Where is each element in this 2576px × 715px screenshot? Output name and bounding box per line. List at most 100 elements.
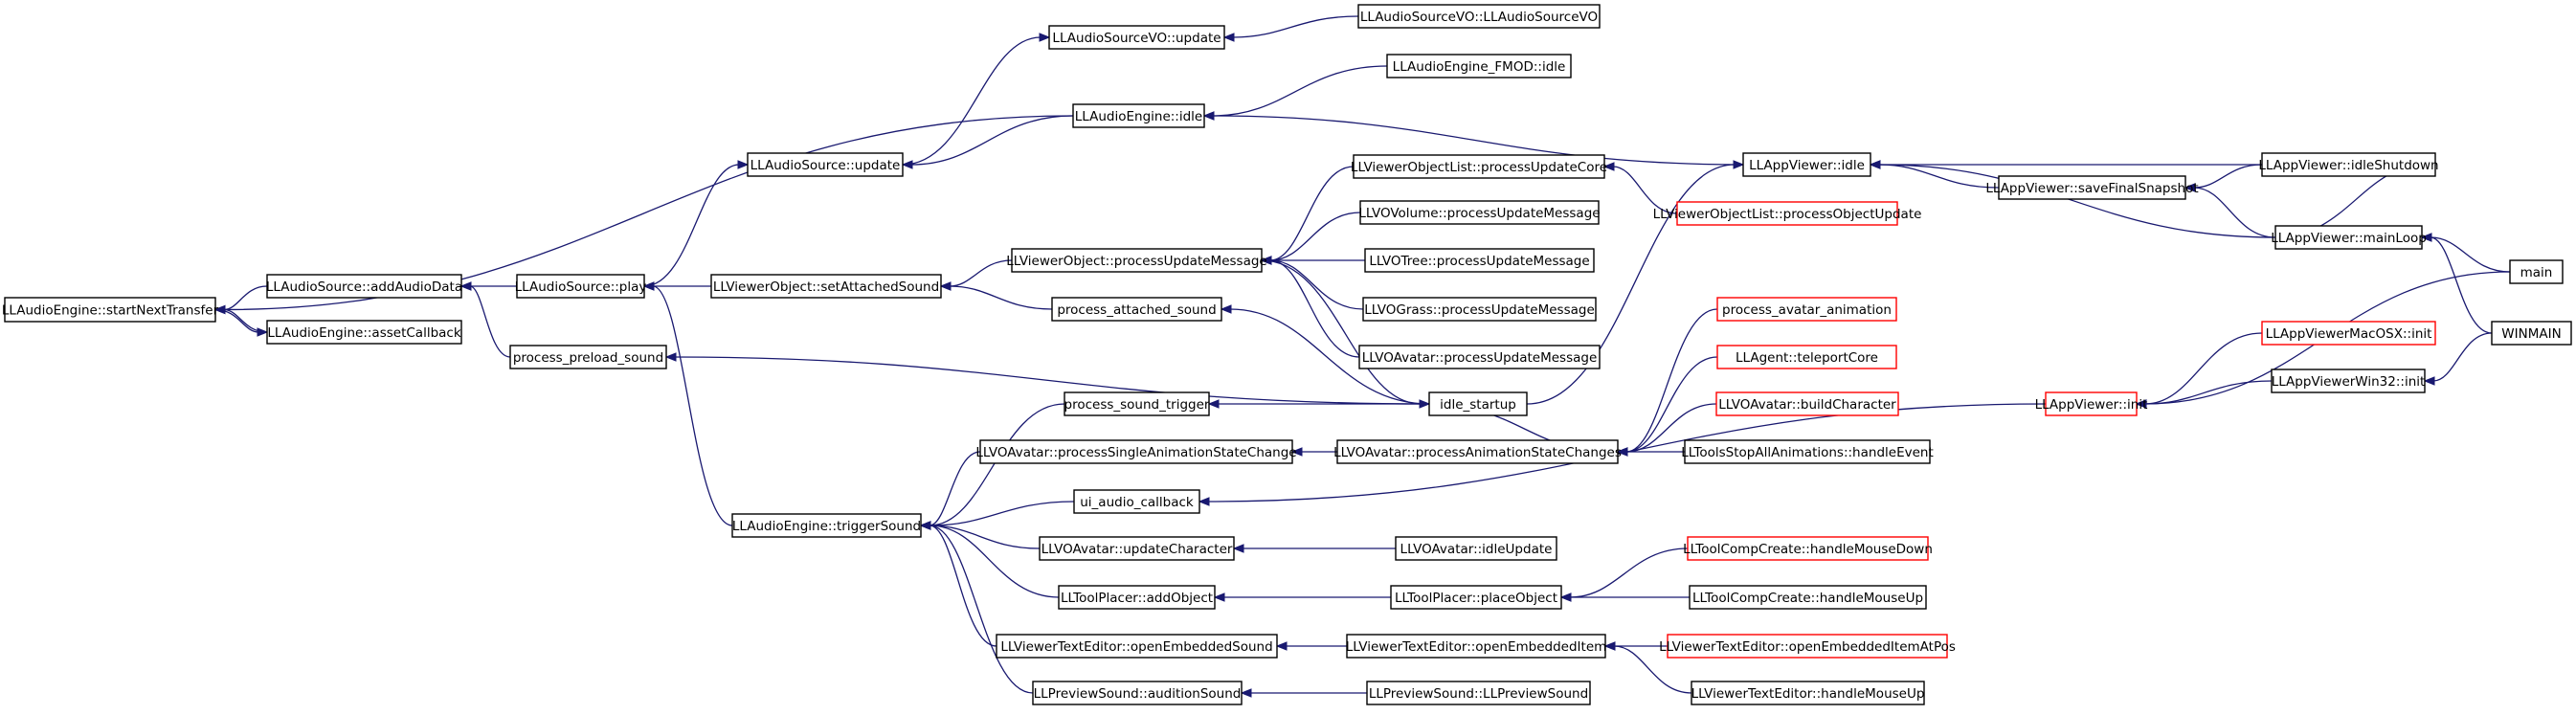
node-label: LLVOAvatar::idleUpdate [1400,542,1553,557]
edge-llaudioengine-idle-to-llaudiosource-update [910,115,1074,166]
arrow-head-icon [1232,544,1244,553]
node-label: LLPreviewSound::LLPreviewSound [1369,686,1588,702]
node-box [1336,439,1619,464]
node-lltoolplacer-placeobject[interactable]: LLToolPlacer::placeObject [1390,585,1562,610]
node-llappviewer-savefinalsnapshot[interactable]: LLAppViewer::saveFinalSnapshot [1985,175,2199,200]
edge-llaudiosource-update-to-llaudiosourcevo-update [902,36,1042,166]
node-llvoavatar-processsingleanimationstatechange[interactable]: LLVOAvatar::processSingleAnimationStateC… [975,439,1297,464]
node-llviewerobjectlist-processobjectupdate[interactable]: LLViewerObjectList::processObjectUpdate [1653,201,1922,226]
node-process-preload-sound[interactable]: process_preload_sound [509,345,667,369]
node-llviewerobjectlist-processupdatecore[interactable]: LLViewerObjectList::processUpdateCore [1351,154,1607,179]
node-llaudiosourcevo-llaudiosourcevo[interactable]: LLAudioSourceVO::LLAudioSourceVO [1357,4,1601,29]
node-box [266,274,462,299]
node-llappviewer-idle[interactable]: LLAppViewer::idle [1742,152,1871,177]
arrow-head-icon [1869,160,1881,169]
node-llvoavatar-processupdatemessage[interactable]: LLVOAvatar::processUpdateMessage [1358,345,1601,369]
node-llvoavatar-buildcharacter[interactable]: LLVOAvatar::buildCharacter [1715,391,1899,416]
edge-llviewertexteditor-openembeddedsound-to-llaudioengine-triggersound [929,525,997,647]
node-box [1364,248,1595,273]
node-label: LLToolsStopAllAnimations::handleEvent [1681,445,1934,460]
node-process-avatar-animation[interactable]: process_avatar_animation [1716,297,1897,322]
edge-process-attached-sound-to-llviewerobject-setattachedsound [949,285,1053,310]
node-llaudioengine-triggersound[interactable]: LLAudioEngine::triggerSound [731,513,922,538]
node-llagent-teleportcore[interactable]: LLAgent::teleportCore [1716,345,1897,369]
arrow-head-icon [1213,592,1225,602]
node-label: WINMAIN [2501,326,2561,342]
node-box [2274,225,2423,250]
edge-llaudiosource-addaudiodata-to-llaudioengine-startnexttransfer [223,285,268,311]
edges-layer [213,15,2511,698]
edge-llvoavatar-processupdatemessage-to-llviewerobject-processupdatemessage [1269,259,1360,358]
node-llaudioengine-fmod-idle[interactable]: LLAudioEngine_FMOD::idle [1386,54,1572,78]
node-llaudioengine-assetcallback[interactable]: LLAudioEngine::assetCallback [266,320,462,345]
node-box [516,274,645,299]
node-label: ui_audio_callback [1080,495,1194,510]
node-box [1395,536,1557,561]
node-box [1058,585,1216,610]
node-lltoolplacer-addobject[interactable]: LLToolPlacer::addObject [1058,585,1216,610]
edge-llaudiosourcevo-llaudiosourcevo-to-llaudiosourcevo-update [1232,15,1359,38]
node-box [731,513,922,538]
edge-llappviewer-idleshutdown-to-llappviewer-savefinalsnapshot [2193,164,2263,189]
node-llviewertexteditor-openembeddedsound[interactable]: LLViewerTextEditor::openEmbeddedSound [996,634,1278,659]
arrow-head-icon [459,281,472,291]
node-label: LLViewerObject::setAttachedSound [713,279,939,295]
node-label: main [2520,265,2553,280]
node-lltoolcompcreate-handlemouseup[interactable]: LLToolCompCreate::handleMouseUp [1689,585,1927,610]
node-box [1998,175,2186,200]
node-llvoavatar-processanimationstatechanges[interactable]: LLVOAvatar::processAnimationStateChanges [1333,439,1622,464]
node-ui-audio-callback[interactable]: ui_audio_callback [1073,489,1200,514]
node-llvoavatar-idleupdate[interactable]: LLVOAvatar::idleUpdate [1395,536,1557,561]
node-llaudiosourcevo-update[interactable]: LLAudioSourceVO::update [1048,25,1225,50]
arrow-head-icon [2184,183,2196,192]
node-idle-startup[interactable]: idle_startup [1428,391,1528,416]
node-label: LLAppViewerMacOSX::init [2266,326,2432,342]
node-lltoolsstopallanimations-handleevent[interactable]: LLToolsStopAllAnimations::handleEvent [1681,439,1934,464]
node-label: idle_startup [1440,397,1516,413]
node-llviewertexteditor-handlemouseup[interactable]: LLViewerTextEditor::handleMouseUp [1691,681,1925,705]
node-llaudioengine-idle[interactable]: LLAudioEngine::idle [1072,103,1205,128]
node-box [1428,391,1528,416]
node-llpreviewsound-auditionsound[interactable]: LLPreviewSound::auditionSound [1032,681,1243,705]
node-llaudiosource-play[interactable]: LLAudioSource::play [515,274,647,299]
node-llaudiosource-addaudiodata[interactable]: LLAudioSource::addAudioData [266,274,462,299]
node-llvovolume-processupdatemessage[interactable]: LLVOVolume::processUpdateMessage [1358,200,1601,225]
node-box [2045,391,2138,416]
node-llviewertexteditor-openembeddeditematpos[interactable]: LLViewerTextEditor::openEmbeddedItemAtPo… [1659,634,1956,659]
node-llappviewer-mainloop[interactable]: LLAppViewer::mainLoop [2271,225,2427,250]
node-label: process_attached_sound [1057,302,1216,318]
edge-llagent-teleportcore-to-llvoavatar-processanimationstatechanges [1625,356,1718,453]
node-label: LLViewerTextEditor::openEmbeddedItemAtPo… [1659,639,1956,655]
node-llviewerobject-setattachedsound[interactable]: LLViewerObject::setAttachedSound [710,274,942,299]
edge-idle-startup-to-process-attached-sound [1229,308,1430,405]
node-llappviewer-init[interactable]: LLAppViewer::init [2035,391,2148,416]
node-label: LLVOAvatar::updateCharacter [1042,542,1233,557]
arrow-head-icon [1559,592,1572,602]
node-llaudiosource-update[interactable]: LLAudioSource::update [747,152,904,177]
node-box [1687,536,1929,561]
node-process-attached-sound[interactable]: process_attached_sound [1051,297,1222,322]
node-lltoolcompcreate-handlemousedown[interactable]: LLToolCompCreate::handleMouseDown [1683,536,1933,561]
node-label: LLAppViewer::idleShutdown [2258,158,2438,173]
node-llappviewerwin32-init[interactable]: LLAppViewerWin32::init [2271,369,2426,393]
node-llvotree-processupdatemessage[interactable]: LLVOTree::processUpdateMessage [1364,248,1595,273]
node-main[interactable]: main [2509,259,2564,284]
node-llvoavatar-updatecharacter[interactable]: LLVOAvatar::updateCharacter [1039,536,1235,561]
node-llappviewermacosx-init[interactable]: LLAppViewerMacOSX::init [2261,321,2436,346]
node-llviewertexteditor-openembeddeditem[interactable]: LLViewerTextEditor::openEmbeddedItem [1346,634,1607,659]
node-llpreviewsound-llpreviewsound[interactable]: LLPreviewSound::LLPreviewSound [1366,681,1591,705]
edge-llvoavatar-updatecharacter-to-llaudioengine-triggersound [929,525,1041,549]
node-llvograss-processupdatemessage[interactable]: LLVOGrass::processUpdateMessage [1362,297,1597,322]
arrow-head-icon [2420,233,2432,242]
node-box [1358,345,1601,369]
node-winmain[interactable]: WINMAIN [2491,321,2572,346]
node-llappviewer-idleshutdown[interactable]: LLAppViewer::idleShutdown [2258,152,2439,177]
node-box [1357,4,1601,29]
node-box [1362,297,1597,322]
node-box [1390,585,1562,610]
node-llviewerobject-processupdatemessage[interactable]: LLViewerObject::processUpdateMessage [1006,248,1267,273]
edge-llviewerobject-processupdatemessage-to-idle-startup [1261,259,1422,405]
edge-llvovolume-processupdatemessage-to-llviewerobject-processupdatemessage [1269,212,1361,261]
node-llaudioengine-startnexttransfer[interactable]: LLAudioEngine::startNextTransfer [2,297,219,323]
node-process-sound-trigger[interactable]: process_sound_trigger [1064,391,1210,416]
